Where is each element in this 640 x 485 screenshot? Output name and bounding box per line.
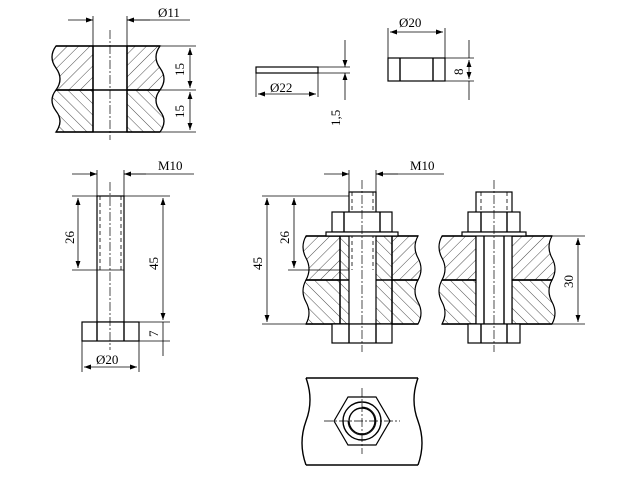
assembly-section-view: M10 45 26	[250, 158, 444, 352]
assembly-top-view	[301, 377, 423, 466]
hole-diameter-label: Ø11	[158, 5, 180, 20]
bolt-thread-length-label: 26	[62, 231, 77, 245]
nut-width-label: Ø20	[399, 15, 421, 30]
assembly-thread-label: M10	[410, 158, 435, 173]
nut-height-label: 8	[451, 69, 466, 76]
assembly-side-view: 30	[438, 180, 585, 352]
washer-thickness-label: 1,5	[328, 110, 343, 126]
plate-thickness-top-label: 15	[172, 63, 187, 76]
washer-diameter-label: Ø22	[270, 80, 292, 95]
washer-view: Ø22 1,5	[255, 40, 350, 126]
bolt-head-diameter-label: Ø20	[96, 352, 118, 367]
nut-view: Ø20 8	[387, 15, 474, 100]
bolt-view: M10 26 45 7 Ø20	[62, 158, 194, 372]
assembly-thread-length-label: 26	[277, 231, 292, 245]
bolt-thread-label: M10	[158, 158, 183, 173]
assembly-plates-thickness-label: 30	[561, 275, 576, 288]
bolt-length-label: 45	[146, 257, 161, 270]
bolt-head-height-label: 7	[146, 330, 161, 337]
assembly-length-label: 45	[250, 257, 265, 270]
plates-section-view: Ø11 15 15	[51, 5, 196, 140]
plate-thickness-bottom-label: 15	[172, 105, 187, 118]
